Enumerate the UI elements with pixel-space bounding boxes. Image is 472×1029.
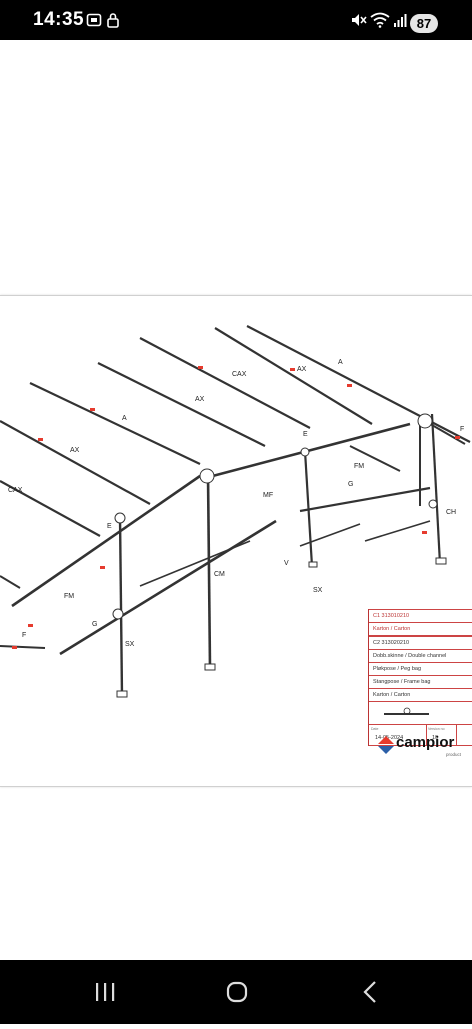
version-label: Version no [428, 727, 445, 731]
part-label-ch: CH [446, 509, 456, 516]
campion-logo: campior product [378, 734, 461, 759]
back-icon [363, 981, 376, 1003]
part-label-mf: MF [263, 492, 273, 499]
version-value: 10 [432, 735, 439, 741]
part-label-a: A [122, 415, 127, 422]
part-label-cax: CAX [232, 371, 247, 378]
table-row: Karton / Carton [369, 623, 472, 636]
assembly-drawing-page[interactable]: A AX CAX AX A AX CAX E F FM G CH MF E CM… [0, 295, 472, 787]
pole-sketch-row [369, 702, 472, 725]
date-value: 14-05-2024 [375, 735, 404, 741]
part-label-sx: SX [125, 641, 135, 648]
part-label-sx: SX [313, 587, 323, 594]
part-label-a: A [338, 359, 343, 366]
table-row: Karton / Carton [369, 689, 472, 702]
part-label-g: G [92, 621, 97, 628]
table-row: Pløkpose / Peg bag [369, 663, 472, 676]
part-label-v: V [284, 560, 289, 567]
part-label-f: F [460, 426, 464, 433]
version-row: Date 14-05-2024 Version no 10 [369, 725, 472, 746]
battery-indicator: 87 [410, 14, 438, 33]
table-row: C1 313010210 [369, 609, 472, 623]
part-label-f: F [22, 632, 26, 639]
date-label: Date [371, 727, 379, 731]
clock: 14:35 [33, 9, 85, 30]
brand-subtitle: product [446, 752, 462, 757]
home-icon [226, 981, 248, 1003]
document-viewer[interactable]: A AX CAX AX A AX CAX E F FM G CH MF E CM… [0, 40, 472, 960]
part-label-cm: CM [214, 571, 225, 578]
recent-apps-icon [96, 983, 115, 1001]
part-label-ax: AX [70, 447, 80, 454]
signal-icon [393, 12, 407, 33]
brand-name: campior [396, 734, 455, 751]
part-label-g: G [348, 481, 353, 488]
frame-assembly-diagram: A AX CAX AX A AX CAX E F FM G CH MF E CM… [0, 325, 471, 698]
wifi-icon [370, 12, 390, 33]
campion-diamond-icon [378, 736, 394, 754]
part-label-ax: AX [297, 366, 307, 373]
back-button[interactable] [330, 960, 410, 1024]
table-row: C2 313020210 [369, 636, 472, 650]
part-label-fm: FM [354, 463, 364, 470]
table-row: Stangpose / Frame bag [369, 676, 472, 689]
part-label-e: E [107, 523, 112, 530]
table-row: Dobb.skinne / Double channel [369, 650, 472, 663]
parts-info-table: C1 313010210 Karton / Carton C2 31302021… [368, 609, 472, 746]
part-label-fm: FM [64, 593, 74, 600]
part-label-ax: AX [195, 396, 205, 403]
navigation-bar [0, 960, 472, 1024]
part-label-cax: CAX [8, 487, 23, 494]
pole-sketch-icon [384, 707, 429, 715]
recent-apps-button[interactable] [66, 960, 146, 1024]
status-bar: 14:35 87 [0, 0, 472, 40]
home-button[interactable] [197, 960, 277, 1024]
lock-icon [106, 12, 120, 33]
part-label-e: E [303, 431, 308, 438]
mute-icon [350, 12, 368, 33]
screenshot-icon [86, 12, 102, 33]
